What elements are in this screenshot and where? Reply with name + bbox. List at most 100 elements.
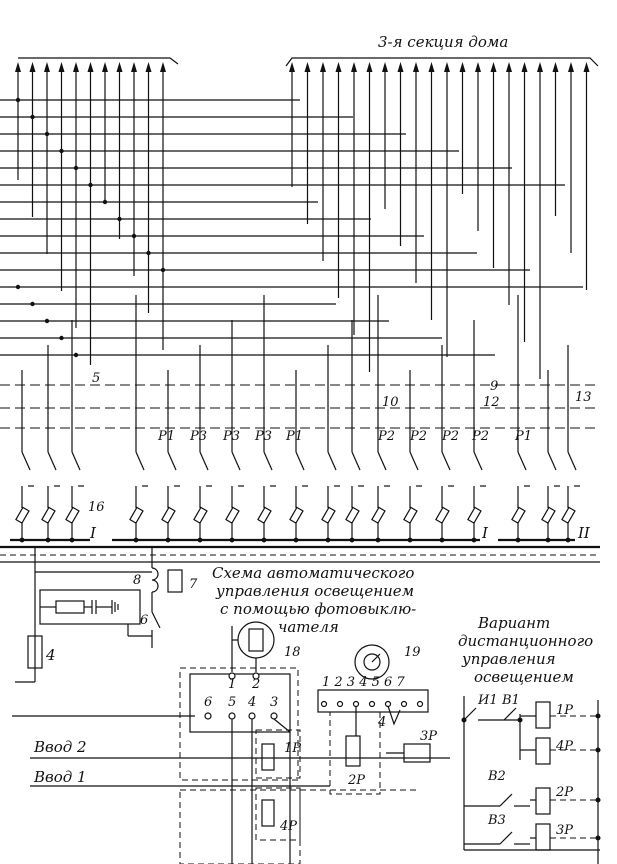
timer-19 (317, 644, 431, 795)
fuse-symbol (15, 506, 30, 524)
junction-dot (73, 352, 79, 358)
contact-blade (47, 451, 57, 471)
label-9: 9 (490, 379, 498, 394)
contact-blade (351, 451, 361, 471)
riser-arrow (29, 62, 36, 72)
remote-control-panel (461, 696, 601, 864)
riser-arrow (521, 62, 528, 72)
junction-dot (131, 233, 137, 239)
fuse-symbol (371, 506, 386, 524)
contact-blade (295, 451, 305, 471)
fuse-symbol (435, 506, 450, 524)
fuse-symbol (129, 506, 144, 524)
contact-blade (567, 451, 577, 471)
fuse-symbol (161, 506, 176, 524)
riser-arrow (366, 62, 373, 72)
contact-blade (327, 451, 337, 471)
label-small-4: 4 (377, 715, 386, 730)
riser-arrow (568, 62, 574, 72)
label-16: 16 (88, 500, 105, 515)
junction-dot (44, 318, 50, 324)
junction-dot (117, 216, 122, 222)
junction-dot (59, 148, 64, 154)
distribution-lines (0, 97, 583, 358)
caption-line: чателя (278, 618, 339, 636)
riser-arrow (145, 62, 152, 72)
junction-dot (15, 97, 21, 103)
contact-blade (409, 451, 419, 471)
riser-arrow (73, 62, 79, 72)
relay-label: P3 (254, 429, 272, 444)
label-7: 7 (189, 577, 198, 592)
fuse-symbol (403, 506, 418, 524)
bus-label-II: II (577, 524, 591, 542)
junction-dot (160, 267, 166, 273)
relay-coil-8 (151, 547, 183, 648)
riser-arrow (552, 62, 559, 72)
label-12: 12 (483, 395, 500, 410)
term-18: 5 (228, 695, 236, 710)
caption-line: управления освещением (215, 582, 414, 600)
contact-blade (71, 451, 81, 471)
caption-line: Вариант (477, 614, 550, 632)
label-5: 5 (92, 371, 100, 386)
relay-label: P1 (285, 429, 303, 444)
riser-arrow (583, 62, 590, 72)
riser-arrow (506, 62, 512, 72)
terminals-19: 1 2 3 4 5 6 7 (322, 675, 405, 690)
fuse-symbol (41, 506, 56, 524)
contact-blade (547, 451, 557, 471)
contact-blade (377, 451, 387, 471)
label-18: 18 (284, 645, 301, 660)
switch-v1: В1 (501, 693, 520, 708)
riser-arrow (116, 62, 123, 72)
label-13: 13 (575, 390, 592, 405)
riser-arrow (351, 62, 357, 72)
junction-dot (88, 182, 93, 188)
relay-label: P1 (514, 429, 532, 444)
caption-line: Схема автоматического (212, 564, 414, 582)
input-2: Ввод 2 (33, 738, 87, 756)
fuse-symbol (541, 506, 556, 524)
input-lines (12, 715, 450, 791)
caption-automatic: Схема автоматического управления освещен… (212, 564, 416, 636)
caption-line: дистанционного (458, 632, 593, 650)
top-right-bracket (285, 57, 599, 67)
riser-lines (15, 62, 590, 379)
contact-blade (517, 451, 527, 471)
dashed-lines (0, 384, 600, 556)
contact-blade (199, 451, 209, 471)
caption-remote: Вариант дистанционного управления освеще… (458, 614, 593, 686)
relay-1p: 1P (284, 741, 301, 756)
relay-label: P2 (471, 429, 489, 444)
junction-dot (15, 284, 21, 290)
riser-arrow (397, 62, 404, 72)
contact-blade (473, 451, 483, 471)
relay-label: P2 (441, 429, 459, 444)
riser-arrow (131, 62, 137, 72)
term-18: 2 (251, 677, 260, 692)
contact-blade (21, 451, 31, 471)
fuse-symbol (65, 506, 80, 524)
photo-switch-18 (179, 621, 301, 864)
relay-label: P2 (409, 429, 427, 444)
relay-labels: P1 P3 P3 P3 P1 P2 P2 P2 P2 P1 (157, 429, 532, 444)
riser-arrow (102, 62, 108, 72)
riser-arrow (490, 62, 497, 72)
section-title: 3-я секция дома (378, 33, 508, 51)
fuse-symbol (467, 506, 482, 524)
relay-contact-columns (15, 295, 580, 543)
riser-arrow (160, 62, 166, 72)
riser-arrow (475, 62, 481, 72)
bus-label-I2: I (481, 524, 489, 542)
riser-arrow (413, 62, 419, 72)
fuse-symbol (511, 506, 526, 524)
label-10: 10 (382, 395, 399, 410)
contact-blade (167, 451, 177, 471)
riser-arrow (444, 62, 450, 72)
relay-right-2p: 2P (555, 785, 573, 800)
switch-v2: В2 (487, 769, 506, 784)
label-19: 19 (404, 645, 421, 660)
